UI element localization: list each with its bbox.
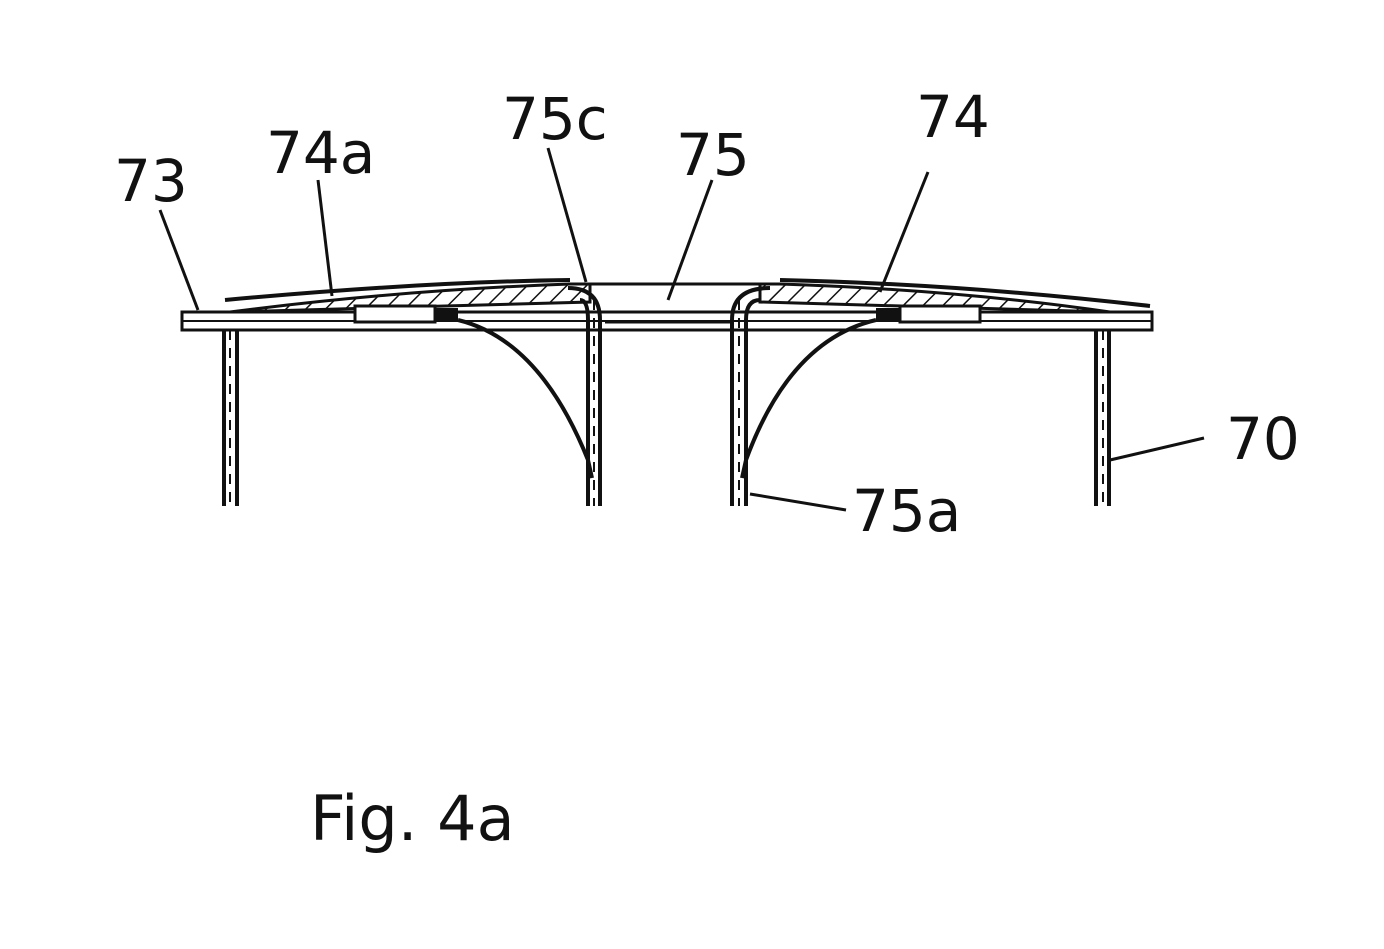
leader-75c (546, 147, 588, 283)
leader-75 (666, 179, 714, 301)
leader-74 (878, 171, 930, 293)
label-75: 75 (676, 121, 750, 189)
seal-blocks (353, 304, 982, 324)
label-75c: 75c (502, 85, 608, 153)
fillets (457, 318, 877, 479)
label-70: 70 (1226, 405, 1300, 473)
label-73: 73 (114, 147, 188, 215)
label-74: 74 (916, 83, 990, 151)
label-74a: 74a (266, 119, 376, 187)
leader-73 (158, 209, 200, 311)
figure-caption: Fig. 4a (310, 782, 515, 855)
inner-tubes (567, 286, 771, 506)
leader-74a (316, 179, 334, 297)
leader-lines (158, 147, 1205, 512)
leader-70 (1109, 436, 1205, 462)
label-75a: 75a (852, 477, 962, 545)
outer-walls (222, 330, 1111, 506)
leader-75a (749, 492, 847, 512)
